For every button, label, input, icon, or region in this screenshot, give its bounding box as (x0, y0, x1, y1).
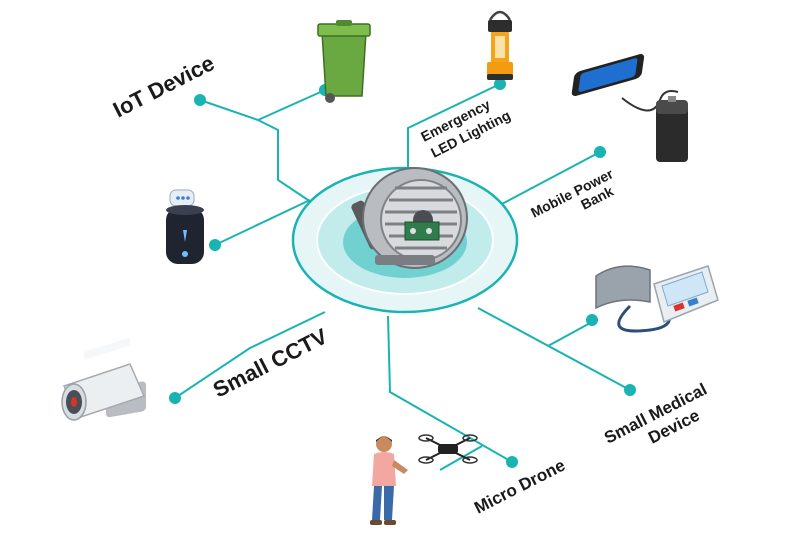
micro-generator-icon (351, 167, 468, 269)
blood-pressure-monitor-icon (595, 265, 719, 333)
dot-speaker (209, 239, 221, 251)
line-drone (387, 315, 513, 463)
dot-cctv (169, 392, 181, 404)
label-micro-drone: Micro Drone (471, 456, 568, 518)
cctv-camera-icon (61, 337, 146, 421)
dot-iot (194, 94, 206, 106)
dot-drone (506, 456, 518, 468)
trash-bin-icon (317, 20, 371, 103)
line-medical-branch (547, 321, 593, 347)
smart-speaker-icon (166, 189, 204, 264)
dot-emergency (494, 78, 506, 90)
line-medical (477, 307, 631, 391)
dot-mobile (594, 146, 606, 158)
line-drone-branch (439, 445, 483, 471)
line-mobile (499, 151, 601, 206)
connector-lines (174, 83, 631, 471)
dot-medical-device (586, 314, 598, 326)
person-icon (370, 436, 408, 525)
dot-medical (624, 384, 636, 396)
line-emergency (407, 83, 501, 168)
label-iot-device: IoT Device (109, 50, 218, 122)
line-bin-branch (257, 89, 326, 121)
line-speaker (214, 199, 311, 246)
power-bank-icon (656, 96, 688, 162)
line-cctv (174, 311, 326, 399)
lantern-icon (487, 10, 513, 80)
drone-icon (418, 434, 478, 464)
line-iot (199, 99, 324, 211)
